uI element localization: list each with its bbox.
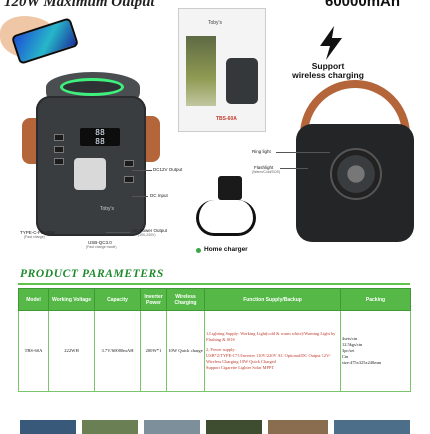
leader-line [276, 152, 330, 153]
headline: 120W Maximum Output [4, 0, 155, 10]
label-ac-output: AC Power Output [132, 228, 168, 233]
capacity-title: 60000mAh [325, 0, 401, 10]
function-power-title: 2, Power supply: [206, 347, 236, 352]
left-handle [22, 118, 40, 164]
cell-capacity: 3.7V/60000mAH [94, 310, 141, 392]
function-power-detail: USB*2/TYPE-C*1/Inverter 110V/220V AC Opt… [206, 353, 331, 364]
power-station-logo: Toby's [100, 206, 115, 212]
label-dc12v-output: DC12V Output [153, 167, 183, 172]
box-product-image [226, 58, 258, 104]
cell-voltage: 222WH [48, 310, 95, 392]
label-ac-output-sub: (100-240V) [138, 233, 156, 237]
usage-photo [334, 420, 410, 434]
right-handle [142, 116, 160, 162]
wireless-line-2: wireless charging [292, 70, 364, 80]
packing-line: 4sets/ctn [342, 336, 358, 341]
box-brand: Toby's [208, 20, 223, 26]
table-row: TBS-60A 222WH 3.7V/60000mAH 200W*1 10W Q… [18, 310, 411, 392]
header-inverter: Inverter Power [140, 288, 167, 311]
label-dc-input: DC Input [150, 193, 168, 198]
table-header-row: Model Working Voltage Capacity Inverter … [18, 288, 411, 311]
label-flashlight: Flashlight [254, 165, 274, 170]
function-solar: Support Cigarette Lighter Solar MPPT [206, 365, 275, 370]
parameters-table: Model Working Voltage Capacity Inverter … [18, 288, 411, 392]
header-voltage: Working Voltage [48, 288, 95, 311]
power-station-display: 88 88 [80, 128, 120, 146]
home-charger-label: Home charger [204, 246, 248, 253]
usage-photo [206, 420, 262, 434]
cell-packing: 4sets/ctn 12.5kgs/ctn 3pc/set Ctn size:4… [340, 310, 411, 392]
leader-line [280, 168, 308, 169]
display-line-1: 88 [95, 128, 105, 137]
charger-cable [196, 200, 256, 236]
display-line-2: 88 [95, 137, 105, 146]
cell-function: 1,Lighting Supply: Working Light(cold & … [204, 310, 341, 392]
packing-line: 3pc/set [342, 348, 355, 353]
usage-photo [20, 420, 76, 434]
header-packing: Packing [340, 288, 411, 311]
leader-line [132, 170, 152, 171]
label-usb-qc: USB-QC3.0 [88, 240, 112, 245]
box-model: TBS-60A [216, 116, 237, 122]
wireless-line-1: Support [311, 61, 345, 71]
usage-photo [144, 420, 200, 434]
typec-port [54, 158, 64, 165]
product-parameters-title: PRODUCT PARAMETERS [20, 268, 164, 280]
usage-photo [82, 420, 138, 434]
label-ring-light: Ring light [252, 149, 271, 154]
lantern-handle [300, 80, 410, 150]
wireless-callout: Support wireless charging [290, 62, 366, 80]
wall-adapter [218, 176, 242, 200]
leader-line [132, 196, 148, 197]
label-typec: TYPE-C-PD 60W [20, 230, 55, 235]
wireless-charging-ring [60, 78, 124, 96]
usb-port [54, 146, 64, 153]
packing-line: size:475x325x240mm [342, 360, 382, 365]
dc-port [124, 160, 134, 167]
label-flashlight-sub: (Warm/Cold/SOS) [252, 170, 281, 174]
label-usb-qc-sub: (Fast charge mode) [86, 245, 117, 249]
usb-port [54, 134, 64, 141]
packing-line: 12.5kgs/ctn [342, 342, 363, 347]
box-lifestyle-photo [186, 36, 216, 106]
title-rule [18, 283, 410, 285]
header-wireless: Wireless Charging [166, 288, 205, 311]
cell-inverter: 200W*1 [140, 310, 167, 392]
cell-wireless: 10W Quick charge [166, 310, 205, 392]
header-function: Function Supply/Backup [204, 288, 341, 311]
label-typec-sub: (Fast charge) [24, 235, 45, 239]
leader-line [106, 232, 130, 233]
usage-photo [268, 420, 328, 434]
lightning-bolt-icon [320, 26, 342, 60]
bullet-dot [196, 248, 201, 253]
ac-socket [74, 158, 106, 190]
cell-model: TBS-60A [18, 310, 49, 392]
ring-light [330, 148, 382, 200]
header-capacity: Capacity [94, 288, 141, 311]
header-model: Model [18, 288, 49, 311]
function-lighting: 1,Lighting Supply: Working Light(cold & … [206, 331, 336, 342]
dc-port [124, 176, 134, 183]
packing-line: Ctn [342, 354, 349, 359]
